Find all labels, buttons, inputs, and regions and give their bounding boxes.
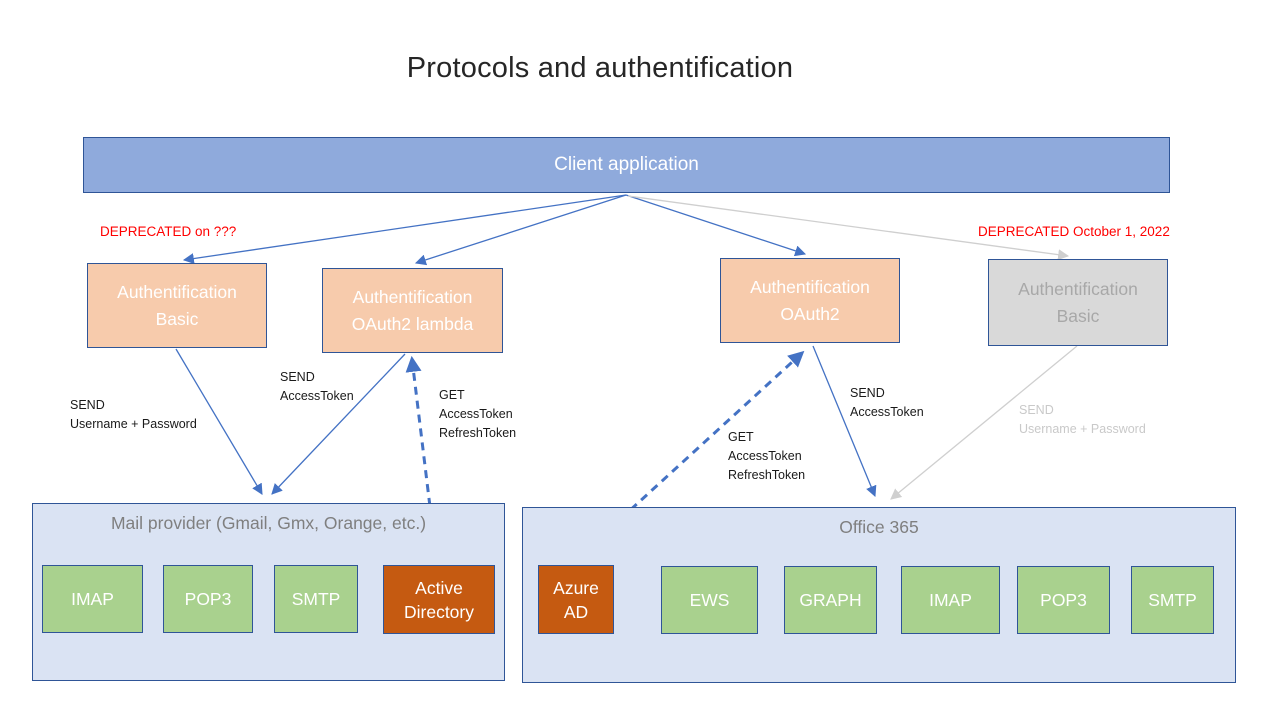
mail-box-active-directory: Active Directory — [383, 565, 495, 634]
office-box-pop3: POP3 — [1017, 566, 1110, 634]
auth-box-oauth2: Authentification OAuth2 — [720, 258, 900, 343]
label-get-tokens-left: GET AccessToken RefreshToken — [439, 388, 517, 440]
label-send-accesstoken-left: SEND AccessToken — [280, 370, 354, 403]
arrow-client-to-basic-left — [182, 194, 627, 265]
auth-basic-right-line2: Basic — [1056, 305, 1100, 326]
office-box-azure-ad: Azure AD — [538, 565, 614, 634]
auth-box-basic-right: Authentification Basic — [988, 259, 1168, 346]
auth-oauth2-line1: Authentification — [750, 276, 870, 297]
mail-box-smtp: SMTP — [274, 565, 358, 633]
label-send-username-password-right: SEND Username + Password — [1019, 403, 1146, 436]
mail-provider-title: Mail provider (Gmail, Gmx, Orange, etc.) — [110, 513, 427, 533]
auth-oauth2-lambda-line1: Authentification — [352, 286, 473, 307]
label-send-username-password-left: SEND Username + Password — [70, 398, 197, 431]
auth-oauth2-lambda-line2: OAuth2 lambda — [351, 313, 474, 334]
auth-box-oauth2-lambda: Authentification OAuth2 lambda — [322, 268, 503, 353]
deprecated-note-right: DEPRECATED October 1, 2022 — [978, 224, 1170, 239]
office-box-smtp: SMTP — [1131, 566, 1214, 634]
mail-box-pop3: POP3 — [163, 565, 253, 633]
arrow-client-to-oauth2 — [625, 194, 807, 257]
auth-basic-left-line2: Basic — [155, 308, 199, 329]
deprecated-note-left: DEPRECATED on ??? — [100, 224, 237, 239]
office365-container: Office 365 — [522, 507, 1236, 683]
label-send-accesstoken-right: SEND AccessToken — [850, 386, 924, 419]
office-box-graph: GRAPH — [784, 566, 877, 634]
client-application-box: Client application — [83, 137, 1170, 193]
office-box-imap: IMAP — [901, 566, 1000, 634]
client-application-label: Client application — [554, 154, 699, 175]
office365-title: Office 365 — [839, 517, 919, 537]
office-box-ews: EWS — [661, 566, 758, 634]
page-title: Protocols and authentification — [406, 52, 794, 84]
mail-box-imap: IMAP — [42, 565, 143, 633]
auth-box-basic-left: Authentification Basic — [87, 263, 267, 348]
auth-oauth2-line2: OAuth2 — [780, 303, 840, 324]
label-get-tokens-right: GET AccessToken RefreshToken — [728, 430, 806, 482]
auth-basic-left-line1: Authentification — [117, 281, 237, 302]
auth-basic-right-line1: Authentification — [1018, 278, 1138, 299]
arrow-client-to-oauth2-lambda — [414, 194, 627, 266]
